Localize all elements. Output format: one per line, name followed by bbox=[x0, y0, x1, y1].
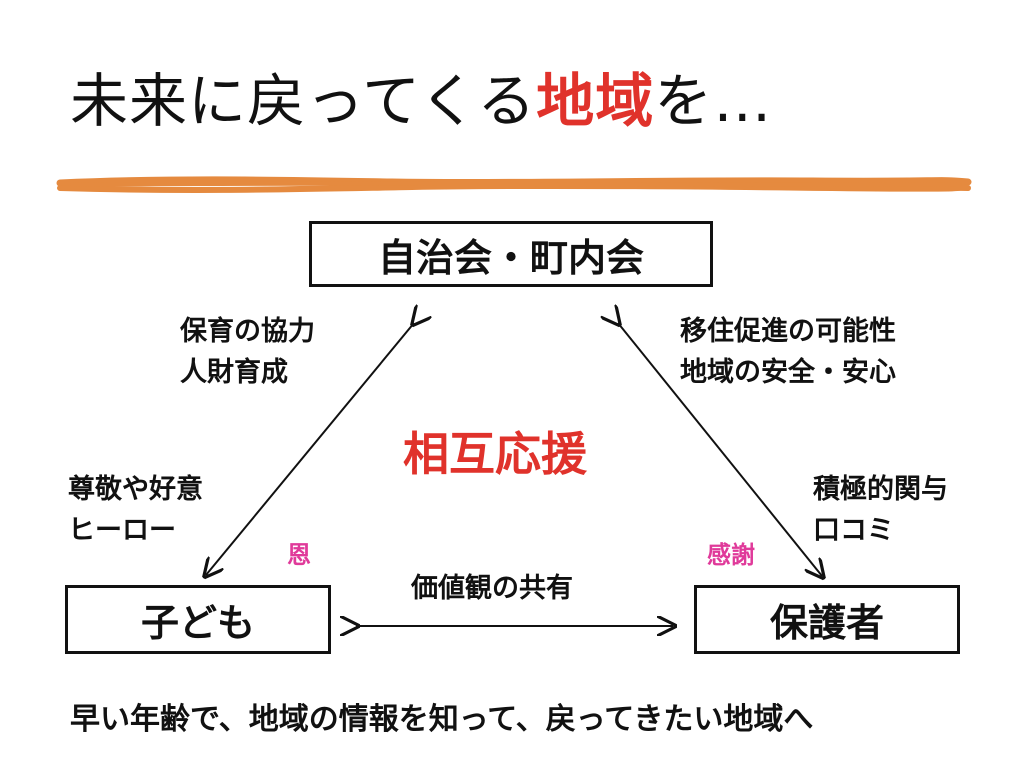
label-line: ヒーロー bbox=[68, 515, 176, 546]
label-migration-safety: 移住促進の可能性 地域の安全・安心 bbox=[680, 311, 896, 393]
label-line: 人財育成 bbox=[180, 357, 288, 388]
brush-divider bbox=[56, 176, 972, 193]
title-suffix: を… bbox=[654, 67, 773, 135]
gratitude-right-text: 感謝 bbox=[707, 541, 755, 569]
label-line: 保育の協力 bbox=[180, 316, 315, 347]
label-line: 積極的関与 bbox=[813, 474, 948, 505]
community-association-node: 自治会・町内会 bbox=[309, 221, 713, 287]
title-accent: 地域 bbox=[536, 67, 655, 135]
label-line: 尊敬や好意 bbox=[68, 474, 203, 505]
footer-message: 早い年齢で、地域の情報を知って、戻ってきたい地域へ bbox=[70, 702, 814, 737]
shared-values-text: 価値観の共有 bbox=[411, 573, 573, 604]
title-prefix: 未来に戻ってくる bbox=[70, 67, 537, 135]
label-line: 移住促進の可能性 bbox=[680, 316, 896, 347]
guardians-node: 保護者 bbox=[694, 585, 960, 654]
label-respect-hero: 尊敬や好意 ヒーロー bbox=[68, 469, 203, 551]
slide-title: 未来に戻ってくる地域を… bbox=[70, 72, 772, 130]
children-node: 子ども bbox=[65, 585, 331, 654]
label-line: 地域の安全・安心 bbox=[680, 357, 896, 388]
label-childcare-talent: 保育の協力 人財育成 bbox=[180, 311, 315, 393]
mutual-support-text: 相互応援 bbox=[403, 427, 587, 481]
gratitude-left-text: 恩 bbox=[287, 541, 311, 569]
label-line: 口コミ bbox=[813, 515, 894, 546]
label-engagement-word: 積極的関与 口コミ bbox=[813, 469, 948, 551]
